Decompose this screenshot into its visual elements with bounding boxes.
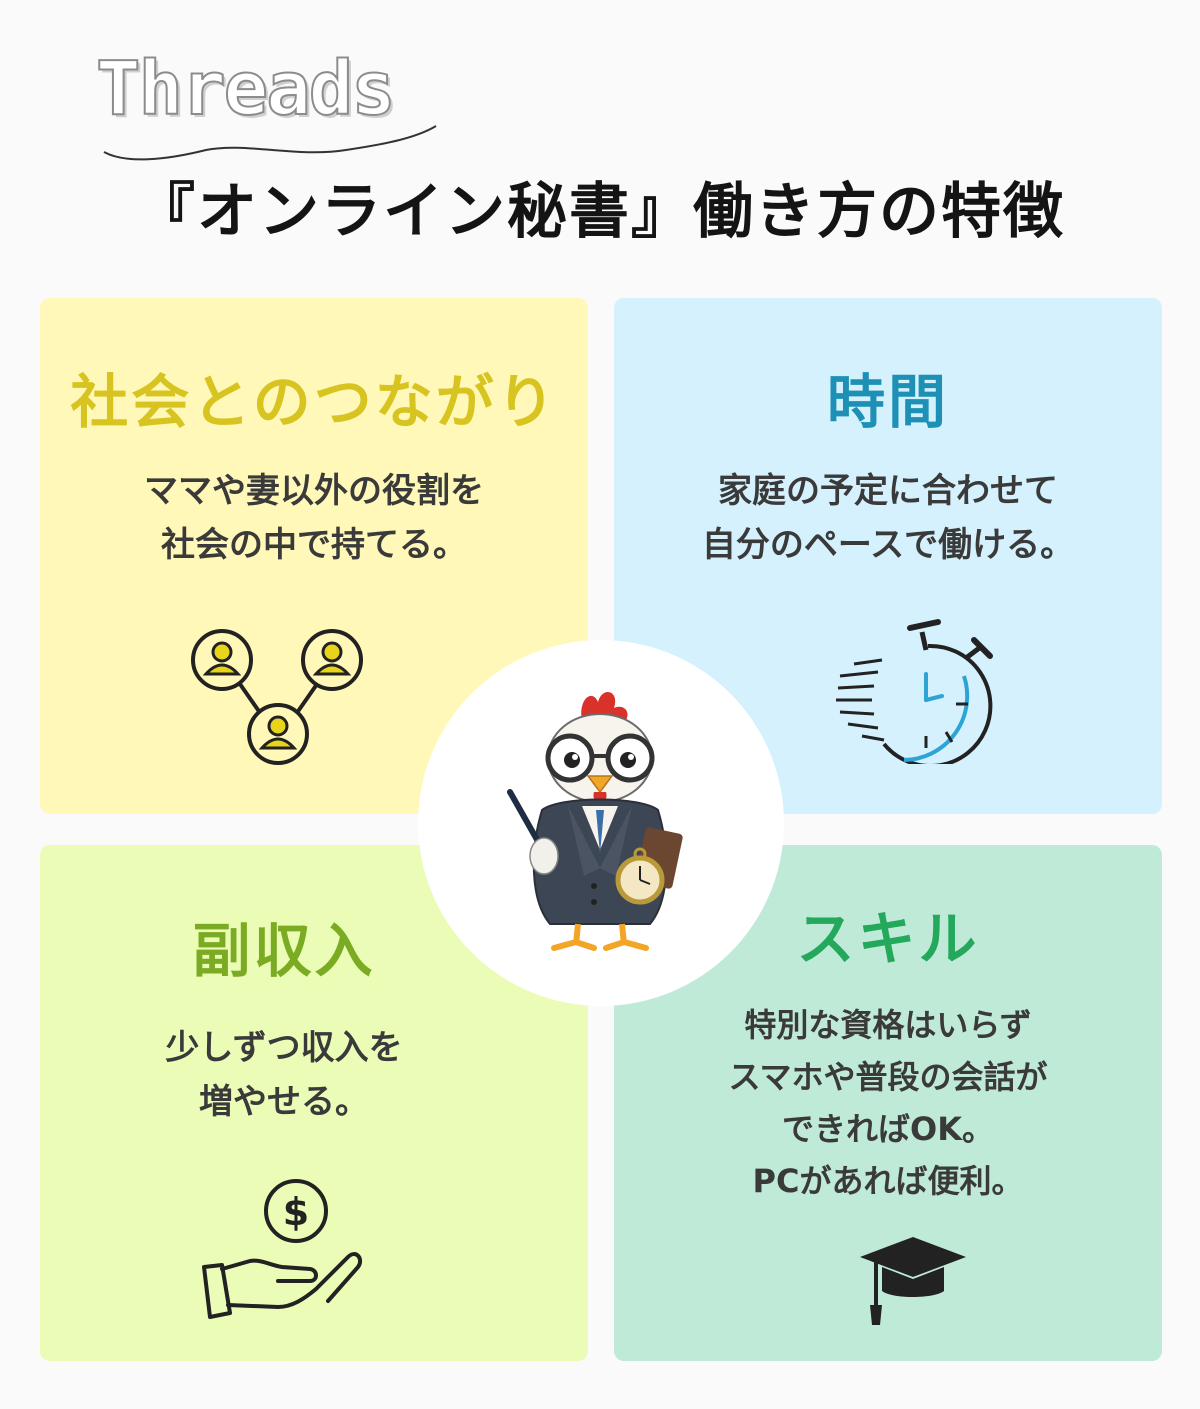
card-skill: スキル 特別な資格はいらず スマホや普段の会話が できればOK。 PCがあれば便…	[614, 845, 1162, 1361]
card-body: 少しずつ収入を 増やせる。	[165, 1028, 403, 1122]
rooster-mascot-icon	[507, 691, 683, 951]
card-body: 特別な資格はいらず スマホや普段の会話が できればOK。 PCがあれば便利。	[728, 1006, 1048, 1200]
card-heading: 社会とのつながり	[70, 368, 558, 436]
card-heading: スキル	[796, 905, 980, 973]
graduation-cap-icon	[860, 1237, 966, 1325]
stopwatch-icon	[836, 619, 993, 764]
card-body: 家庭の予定に合わせて 自分のペースで働ける。	[701, 471, 1075, 565]
page-title: 『オンライン秘書』働き方の特徴	[135, 177, 1065, 247]
card-social-connection: 社会とのつながり ママや妻以外の役割を 社会の中で持てる。	[40, 298, 588, 814]
people-network-icon	[191, 629, 363, 765]
card-body: ママや妻以外の役割を 社会の中で持てる。	[144, 471, 484, 565]
card-heading: 副収入	[192, 917, 376, 985]
svg-text:$: $	[283, 1190, 309, 1234]
hand-coin-icon: $	[202, 1179, 363, 1319]
brand-underline	[103, 125, 437, 161]
card-heading: 時間	[826, 368, 949, 436]
brand-logo: Threads	[95, 46, 397, 132]
